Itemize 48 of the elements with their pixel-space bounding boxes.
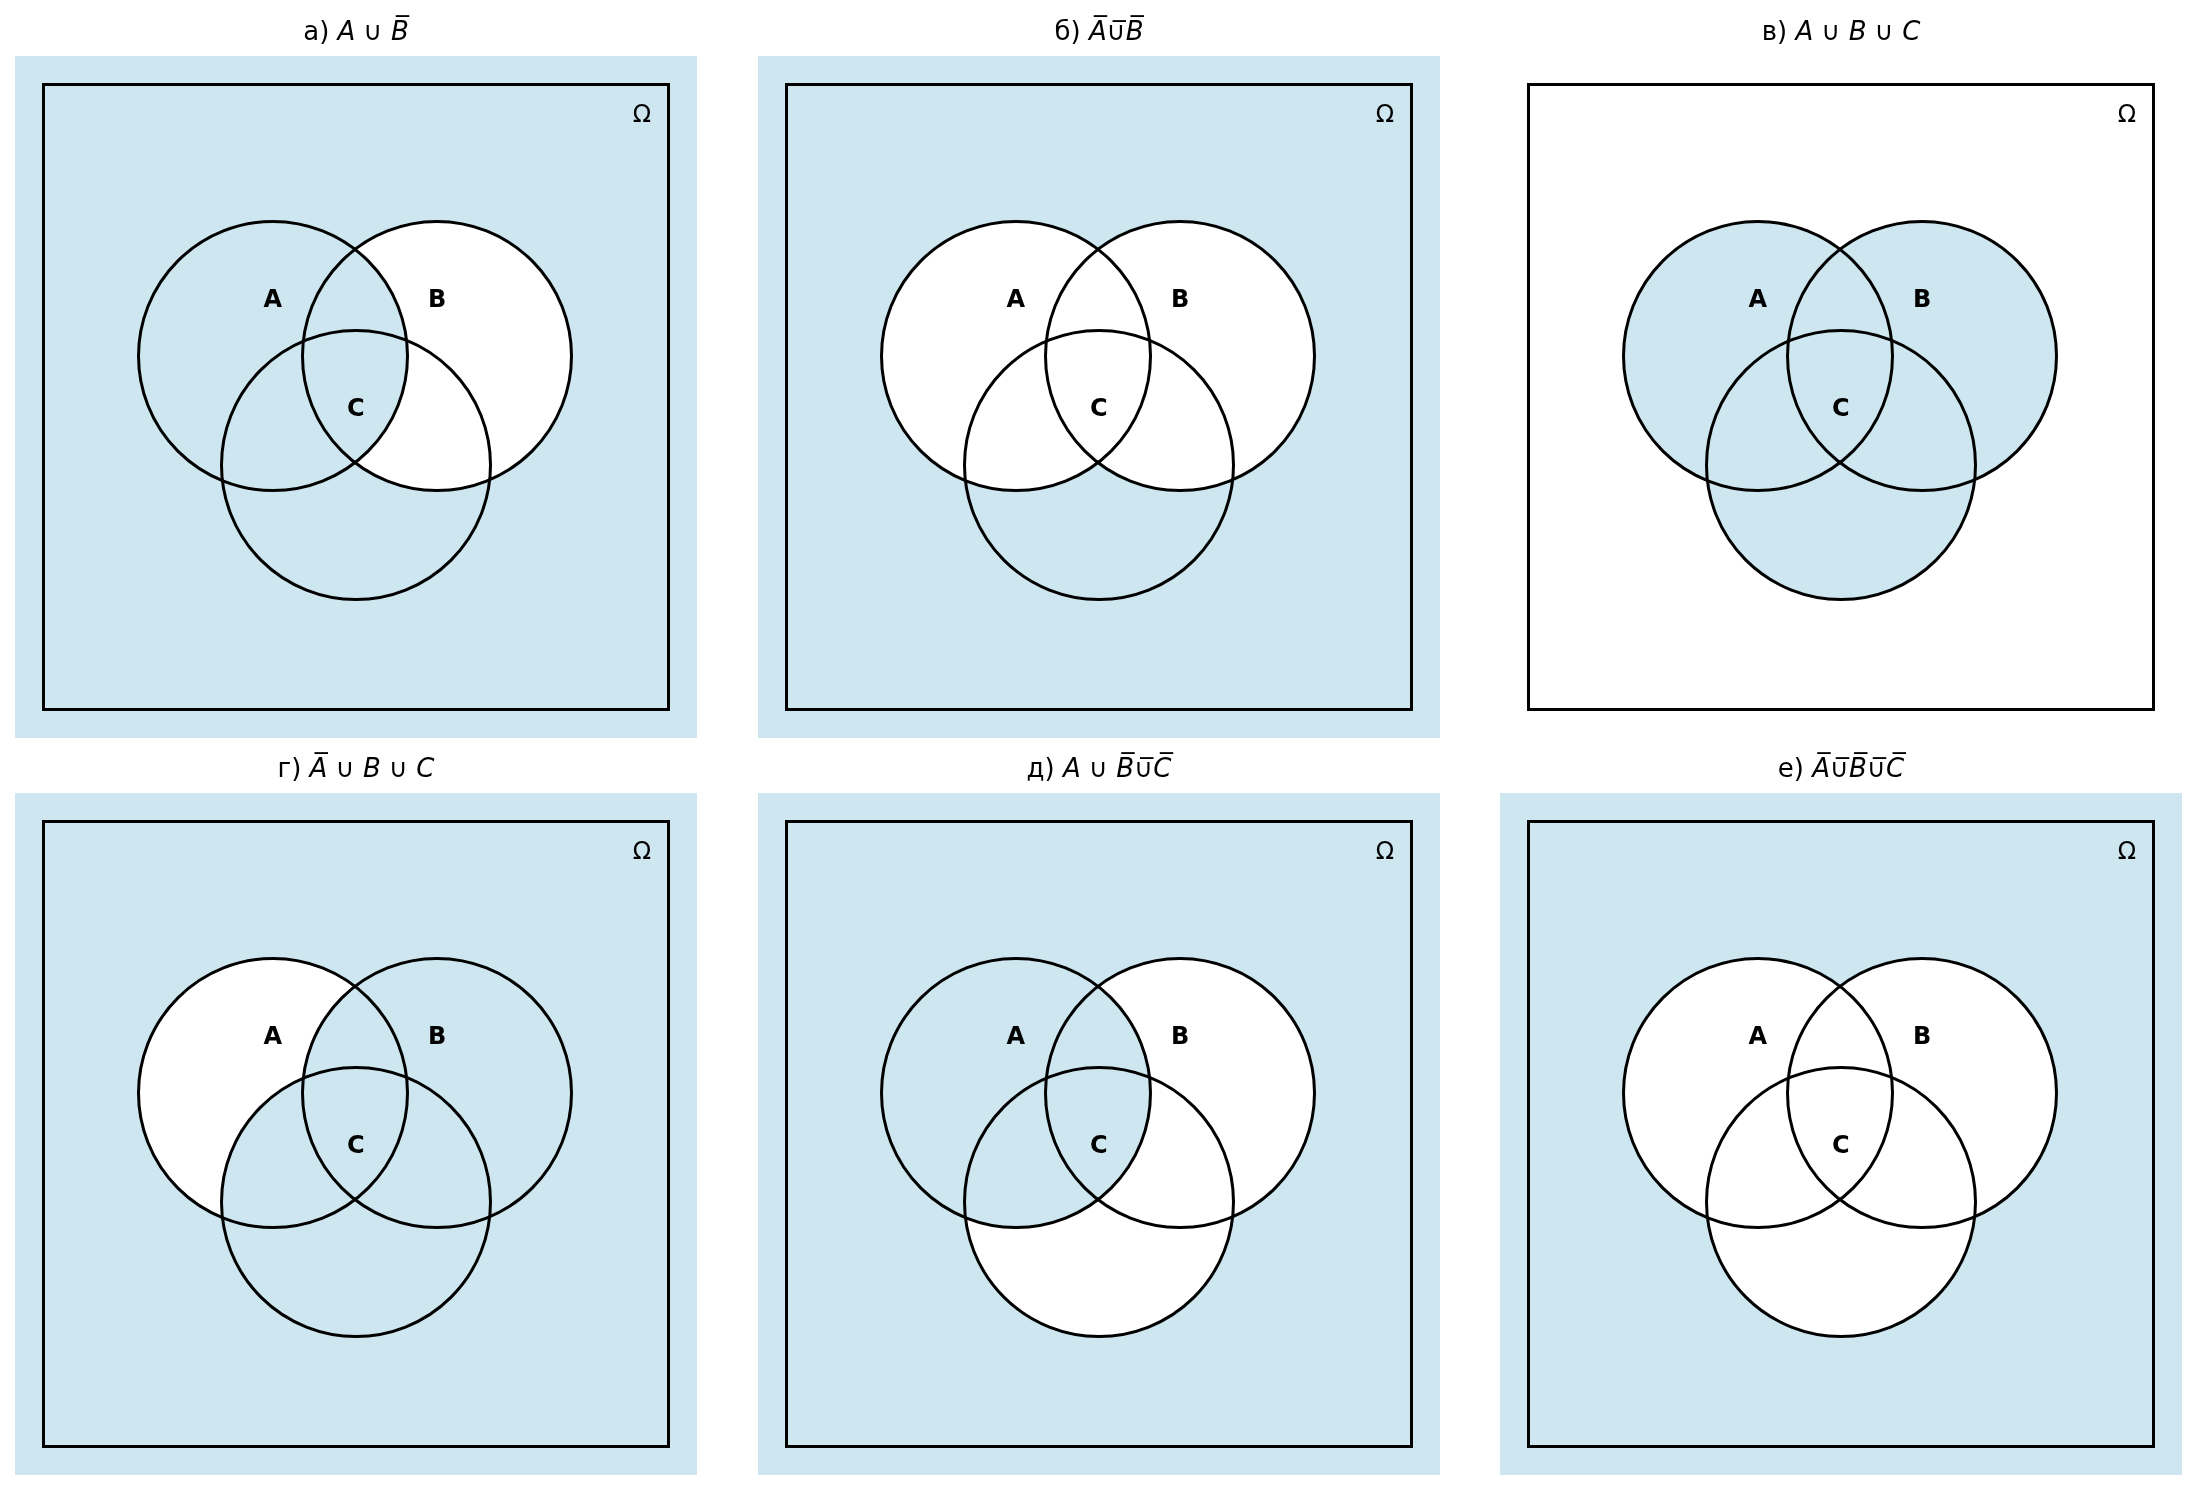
set-circle <box>1044 220 1316 492</box>
set-label: C <box>347 394 365 422</box>
set-circle <box>963 1066 1235 1338</box>
set-label: B <box>1913 285 1932 313</box>
panel-title: г) A̅ ∪ B ∪ C <box>276 753 436 783</box>
set-circle <box>1786 957 2058 1229</box>
set-circle <box>1622 957 1894 1229</box>
panel-title: д) A ∪ B̅∪̅C̅ <box>1025 753 1175 783</box>
set-label: B <box>428 1022 447 1050</box>
set-circle <box>220 329 492 601</box>
set-label: C <box>1832 394 1850 422</box>
set-circle <box>1044 957 1316 1229</box>
set-circle <box>1705 329 1977 601</box>
panel-title: в) A ∪ B ∪ C <box>1760 16 1922 46</box>
set-label: B <box>1913 1022 1932 1050</box>
set-label: C <box>1832 1131 1850 1159</box>
set-circle <box>880 957 1152 1229</box>
panel-title: е) A̅∪̅B̅∪̅C̅ <box>1776 753 1907 783</box>
set-label: A <box>263 1022 283 1050</box>
set-circle <box>1786 220 2058 492</box>
panel-title: б) A̅∪̅B̅ <box>1053 16 1145 46</box>
set-label: A <box>1748 285 1768 313</box>
panel-title: а) A ∪ B̅ <box>302 16 411 46</box>
set-circle <box>137 220 409 492</box>
universe-label: Ω <box>1375 837 1394 865</box>
set-circle <box>220 1066 492 1338</box>
set-label: B <box>1171 1022 1190 1050</box>
universe-label: Ω <box>632 100 651 128</box>
set-circle <box>1622 220 1894 492</box>
set-label: B <box>428 285 447 313</box>
set-label: A <box>263 285 283 313</box>
set-label: C <box>347 1131 365 1159</box>
set-circle <box>963 329 1235 601</box>
universe-label: Ω <box>2117 100 2136 128</box>
set-circle <box>301 220 573 492</box>
set-label: C <box>1090 1131 1108 1159</box>
set-circle <box>880 220 1152 492</box>
set-label: C <box>1090 394 1108 422</box>
set-circle <box>1705 1066 1977 1338</box>
set-label: B <box>1171 285 1190 313</box>
universe-label: Ω <box>2117 837 2136 865</box>
universe-label: Ω <box>632 837 651 865</box>
set-circle <box>137 957 409 1229</box>
set-circle <box>301 957 573 1229</box>
set-label: A <box>1748 1022 1768 1050</box>
universe-label: Ω <box>1375 100 1394 128</box>
set-label: A <box>1006 1022 1026 1050</box>
set-label: A <box>1006 285 1026 313</box>
